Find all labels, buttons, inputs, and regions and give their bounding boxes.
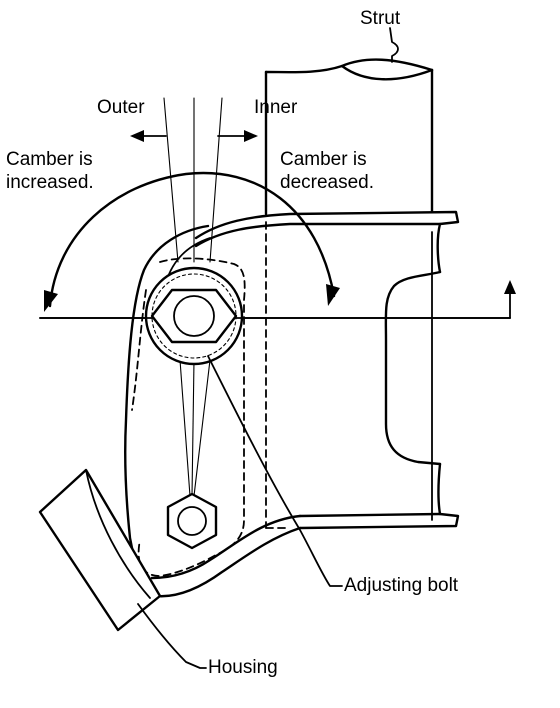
lower-bolt — [166, 492, 218, 550]
adjusting-bolt-upper — [39, 266, 511, 366]
housing-block — [38, 468, 162, 632]
camber-increased-label-line2: increased. — [6, 172, 94, 193]
leader-lines — [137, 27, 399, 669]
adjusting-bolt-label: Adjusting bolt — [344, 575, 459, 596]
reference-axis — [39, 280, 516, 319]
direction-arrows — [130, 130, 258, 142]
camber-decreased-label-line1: Camber is — [280, 149, 367, 170]
camber-decreased-label-line2: decreased. — [280, 172, 375, 193]
knuckle-housing — [124, 210, 460, 598]
strut — [264, 58, 434, 529]
camber-increased-label-line1: Camber is — [6, 149, 93, 170]
housing-label: Housing — [208, 657, 278, 678]
outer-label: Outer — [97, 97, 145, 118]
inner-label: Inner — [254, 97, 298, 118]
rotation-arc — [44, 171, 340, 312]
strut-label: Strut — [360, 8, 401, 29]
camber-angle-lines — [163, 97, 223, 497]
